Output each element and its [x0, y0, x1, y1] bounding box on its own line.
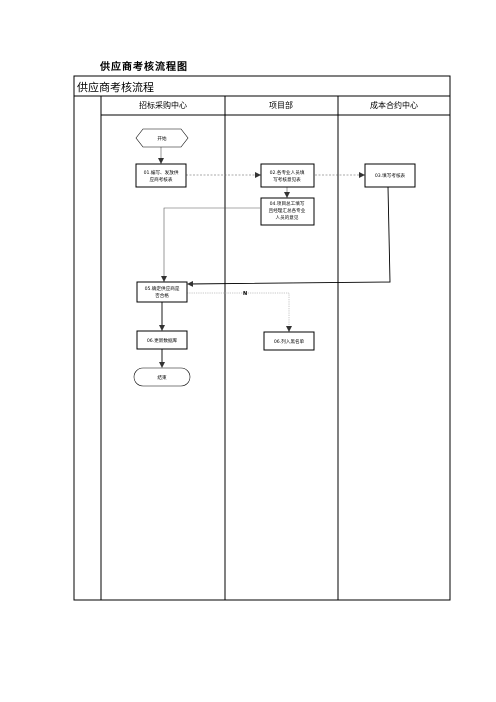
node-01 — [135, 163, 187, 188]
node-start-label: 开始 — [157, 135, 167, 142]
edge-04-05 — [161, 207, 260, 282]
lane-header-cost: 成本合约中心 — [370, 100, 418, 110]
node-02-line-1: 02.各专业人员填 — [270, 169, 305, 176]
node-04-line-2: 且经理汇总各专业 — [269, 207, 306, 214]
node-04-line-3: 人员的意见 — [276, 214, 299, 221]
node-end — [133, 367, 191, 387]
node-04-line-1: 04.项目总工填写 — [270, 200, 305, 207]
node-07 — [263, 331, 315, 351]
node-07-label: 06.列入黑名单 — [274, 338, 305, 345]
flowchart-title: 供应商考核流程 — [77, 80, 154, 94]
node-01-line-1: 01.编写、发放供 — [144, 169, 179, 176]
node-05-line-1: 05.确定供应商是 — [145, 285, 180, 292]
edge-05-07 — [187, 292, 292, 332]
lane-header-procurement: 招标采购中心 — [139, 100, 187, 110]
edge-03-05 — [187, 186, 391, 287]
node-end-label: 结束 — [157, 374, 167, 381]
edge-label-no: N — [243, 291, 247, 297]
node-06 — [136, 330, 188, 350]
document-title: 供应商考核流程图 — [100, 62, 188, 73]
node-05-line-2: 否合格 — [155, 292, 169, 299]
node-03 — [364, 163, 416, 188]
node-03-label: 03.填写考核表 — [375, 172, 406, 179]
node-05 — [136, 281, 188, 303]
node-02-line-2: 写考核意见表 — [273, 176, 301, 183]
node-06-label: 06.更新数据库 — [147, 337, 178, 344]
lane-header-project: 项目部 — [269, 100, 293, 110]
node-01-line-2: 应商考核表 — [150, 176, 173, 183]
node-start — [135, 128, 189, 148]
flowchart-frame — [73, 75, 451, 601]
node-02 — [260, 163, 315, 188]
node-04 — [260, 197, 315, 226]
